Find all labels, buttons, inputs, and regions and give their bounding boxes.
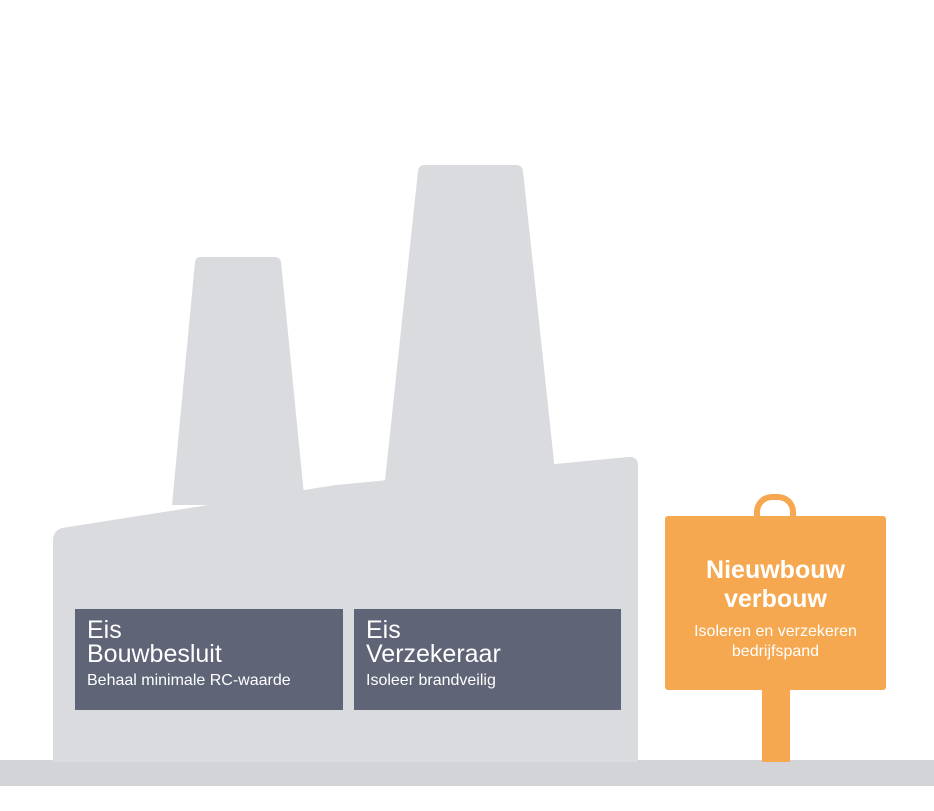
ground (0, 760, 934, 786)
sign-title-line2: verbouw (724, 585, 827, 613)
signboard: Nieuwbouw verbouw Isoleren en verzekeren… (665, 516, 886, 690)
panel-bouwbesluit-line2: Bouwbesluit (87, 640, 222, 668)
sign-description: Isoleren en verzekeren bedrijfspand (694, 623, 857, 660)
sign-post (762, 690, 790, 762)
panel-verzekeraar: Eis Verzekeraar Isoleer brandveilig (354, 609, 621, 710)
panel-verzekeraar-line2: Verzekeraar (366, 640, 501, 668)
chimney-right (384, 165, 557, 490)
chimney-left (172, 257, 305, 505)
panel-bouwbesluit: Eis Bouwbesluit Behaal minimale RC-waard… (75, 609, 343, 710)
panel-verzekeraar-subtitle: Isoleer brandveilig (366, 672, 496, 689)
panel-verzekeraar-line1: Eis (366, 616, 401, 644)
sign-handle (754, 494, 796, 524)
panel-bouwbesluit-line1: Eis (87, 616, 122, 644)
sign-title-line1: Nieuwbouw (706, 556, 845, 584)
panel-bouwbesluit-subtitle: Behaal minimale RC-waarde (87, 672, 291, 689)
